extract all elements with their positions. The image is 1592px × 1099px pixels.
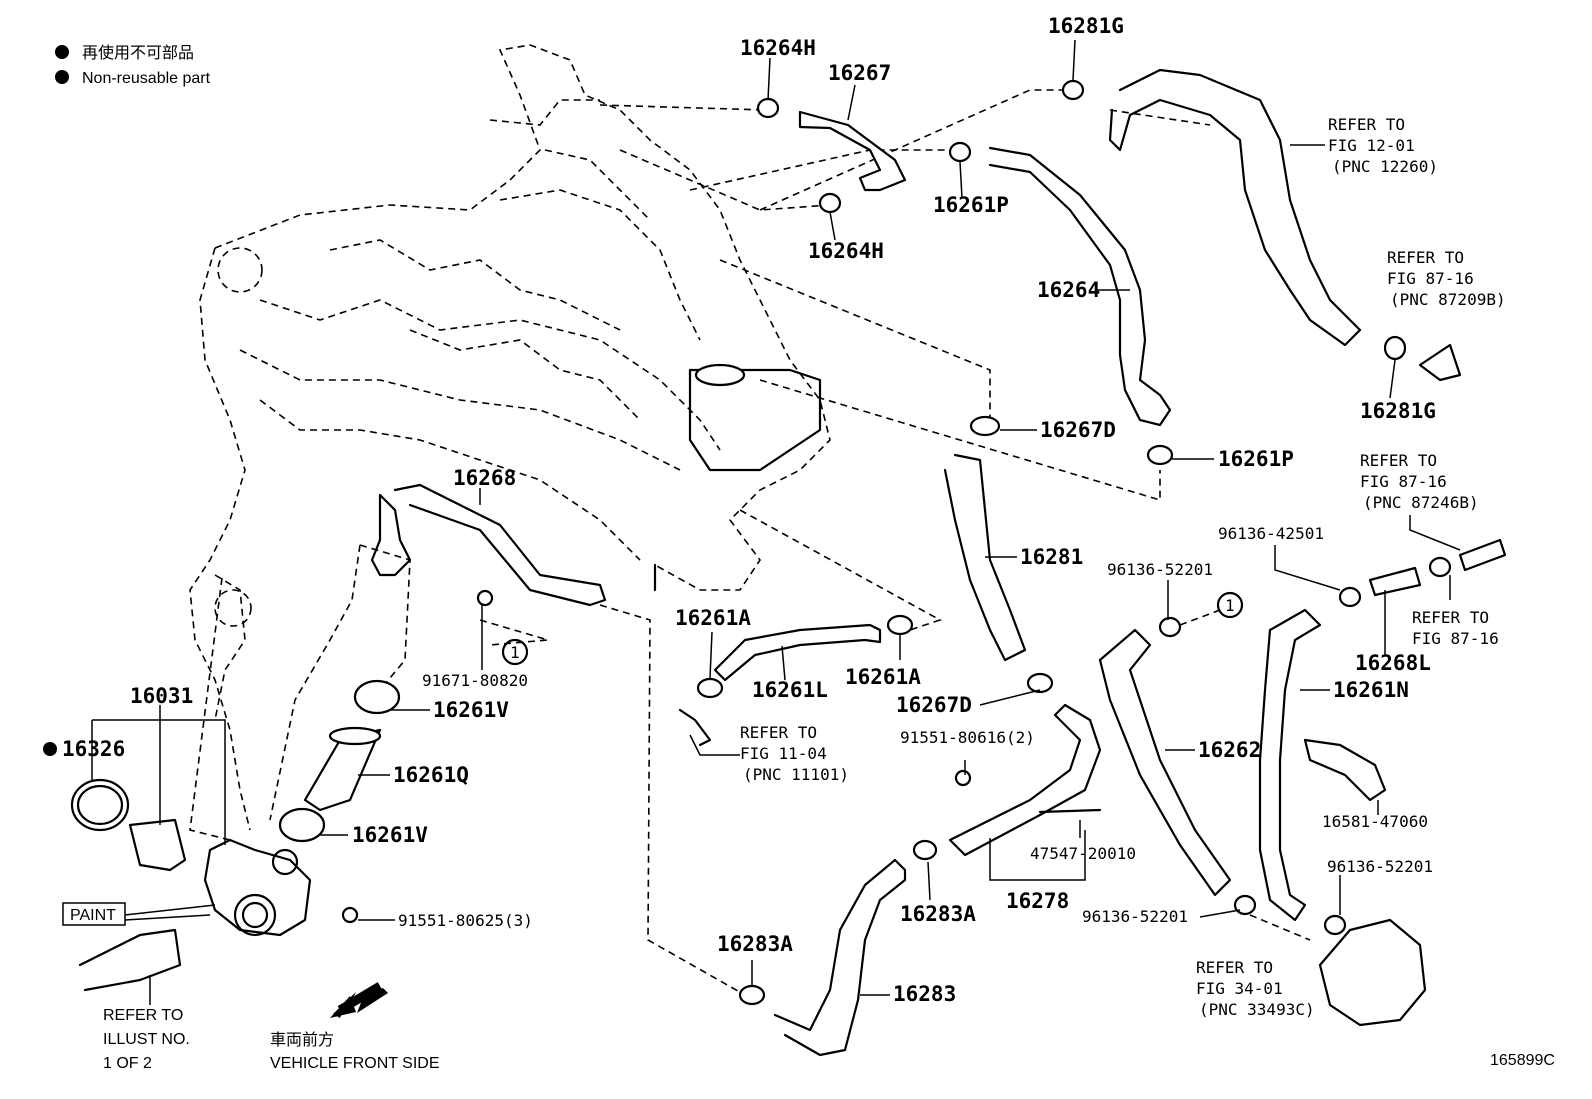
pipe-16268 <box>393 483 607 607</box>
water-outlet-housing <box>203 838 312 937</box>
ref-fig87c-line2: FIG 87-16 <box>1412 629 1499 648</box>
legend: 再使用不可部品 Non-reusable part <box>55 44 211 87</box>
ref-fig11-line1: REFER TO <box>740 723 817 742</box>
label-16278: 16278 <box>1006 889 1069 913</box>
label-16268: 16268 <box>453 466 516 490</box>
label-96136-52201-top: 96136-52201 <box>1107 560 1213 579</box>
front-label-en: VEHICLE FRONT SIDE <box>270 1055 440 1072</box>
ref-fig87b-line2: FIG 87-16 <box>1360 472 1447 491</box>
label-16261A-right: 16261A <box>845 665 921 689</box>
gasket-16326 <box>70 778 130 832</box>
label-47547-20010: 47547-20010 <box>1030 844 1136 863</box>
hose-upper-right <box>1108 68 1362 347</box>
ref-fig87a-line1: REFER TO <box>1387 248 1464 267</box>
ref-fig87c-line1: REFER TO <box>1412 608 1489 627</box>
label-16264: 16264 <box>1037 278 1100 302</box>
callout-1-right: 1 <box>1225 596 1235 615</box>
ref-fig87b-line3: (PNC 87246B) <box>1363 493 1479 512</box>
ref-fig87a-line3: (PNC 87209B) <box>1390 290 1506 309</box>
paint-label-box: PAINT <box>62 902 126 926</box>
label-16268L: 16268L <box>1355 651 1431 675</box>
label-16283: 16283 <box>893 982 956 1006</box>
label-16262: 16262 <box>1198 738 1261 762</box>
label-16031: 16031 <box>130 684 193 708</box>
label-16261V-bot: 16261V <box>352 823 428 847</box>
filter-33493C <box>1318 918 1427 1027</box>
label-16261A-left: 16261A <box>675 606 751 630</box>
label-16267D-top: 16267D <box>1040 418 1116 442</box>
label-16267D-bot: 16267D <box>896 693 972 717</box>
ref-illust-line3: 1 OF 2 <box>103 1055 152 1072</box>
ref-fig12-line2: FIG 12-01 <box>1328 136 1415 155</box>
label-16261P-top: 16261P <box>933 193 1009 217</box>
non-reusable-dot-icon <box>43 742 57 756</box>
ref-fig34-line2: FIG 34-01 <box>1196 979 1283 998</box>
label-91551-80616: 91551-80616(2) <box>900 728 1035 747</box>
hose-16283 <box>773 858 907 1057</box>
ref-fig87b-line1: REFER TO <box>1360 451 1437 470</box>
paint-label: PAINT <box>70 907 116 924</box>
label-16261P-mid: 16261P <box>1218 447 1294 471</box>
figure-code: 165899C <box>1490 1052 1555 1069</box>
front-label-jp: 車両前方 <box>270 1031 334 1049</box>
label-96136-42501: 96136-42501 <box>1218 524 1324 543</box>
hose-16281 <box>943 453 1027 662</box>
refer-notes: REFER TO FIG 12-01 (PNC 12260) REFER TO … <box>103 115 1506 1072</box>
label-16267: 16267 <box>828 61 891 85</box>
label-16281G-right: 16281G <box>1360 399 1436 423</box>
label-16581-47060: 16581-47060 <box>1322 812 1428 831</box>
engine-outline <box>189 44 831 831</box>
ref-fig11-line2: FIG 11-04 <box>740 744 827 763</box>
label-16261N: 16261N <box>1333 678 1409 702</box>
leader-lines <box>91 39 1461 1005</box>
callouts: 1 1 <box>501 591 1244 666</box>
hose-16261L <box>713 623 882 682</box>
callout-1-left: 1 <box>510 643 520 662</box>
non-reusable-dot-icon <box>55 70 69 84</box>
part-labels: 16264H 16267 16281G 16264H 16261P 16264 … <box>43 14 1436 1006</box>
label-96136-52201-bot: 96136-52201 <box>1082 907 1188 926</box>
thermostat-16031 <box>128 818 187 872</box>
ref-fig34-line1: REFER TO <box>1196 958 1273 977</box>
label-16261L: 16261L <box>752 678 828 702</box>
ref-fig11-line3: (PNC 11101) <box>743 765 849 784</box>
label-16261Q: 16261Q <box>393 763 469 787</box>
front-arrow-icon <box>333 988 388 1018</box>
ref-fig34-line3: (PNC 33493C) <box>1199 1000 1315 1019</box>
hose-16261N <box>1258 608 1322 922</box>
label-96136-52201-right: 96136-52201 <box>1327 857 1433 876</box>
pipe-16278 <box>948 703 1102 857</box>
label-16264H-top: 16264H <box>740 36 816 60</box>
legend-en: Non-reusable part <box>82 70 211 87</box>
ref-fig12-line1: REFER TO <box>1328 115 1405 134</box>
ref-fig12-line3: (PNC 12260) <box>1332 157 1438 176</box>
routing-lines <box>189 89 1311 996</box>
label-16283A-bot: 16283A <box>717 932 793 956</box>
part-16581 <box>1303 738 1387 802</box>
ref-illust-line2: ILLUST NO. <box>103 1031 190 1048</box>
label-91551-80625: 91551-80625(3) <box>398 911 533 930</box>
ref-fig87a-line2: FIG 87-16 <box>1387 269 1474 288</box>
pipe-16268L <box>1368 566 1422 597</box>
label-16326: 16326 <box>62 737 125 761</box>
hoses <box>70 68 1507 1057</box>
vehicle-front-indicator: 車両前方 VEHICLE FRONT SIDE <box>270 982 440 1072</box>
label-16283A-mid: 16283A <box>900 902 976 926</box>
non-reusable-dot-icon <box>55 45 69 59</box>
ref-illust-line1: REFER TO <box>103 1007 183 1024</box>
hose-16267 <box>798 110 907 192</box>
hose-16262 <box>1098 628 1232 897</box>
label-91671-80820: 91671-80820 <box>422 671 528 690</box>
label-16264H-mid: 16264H <box>808 239 884 263</box>
label-16281: 16281 <box>1020 545 1083 569</box>
legend-jp: 再使用不可部品 <box>82 44 194 62</box>
label-16281G-top: 16281G <box>1048 14 1124 38</box>
hose-16264 <box>988 146 1172 427</box>
label-16261V-top: 16261V <box>433 698 509 722</box>
